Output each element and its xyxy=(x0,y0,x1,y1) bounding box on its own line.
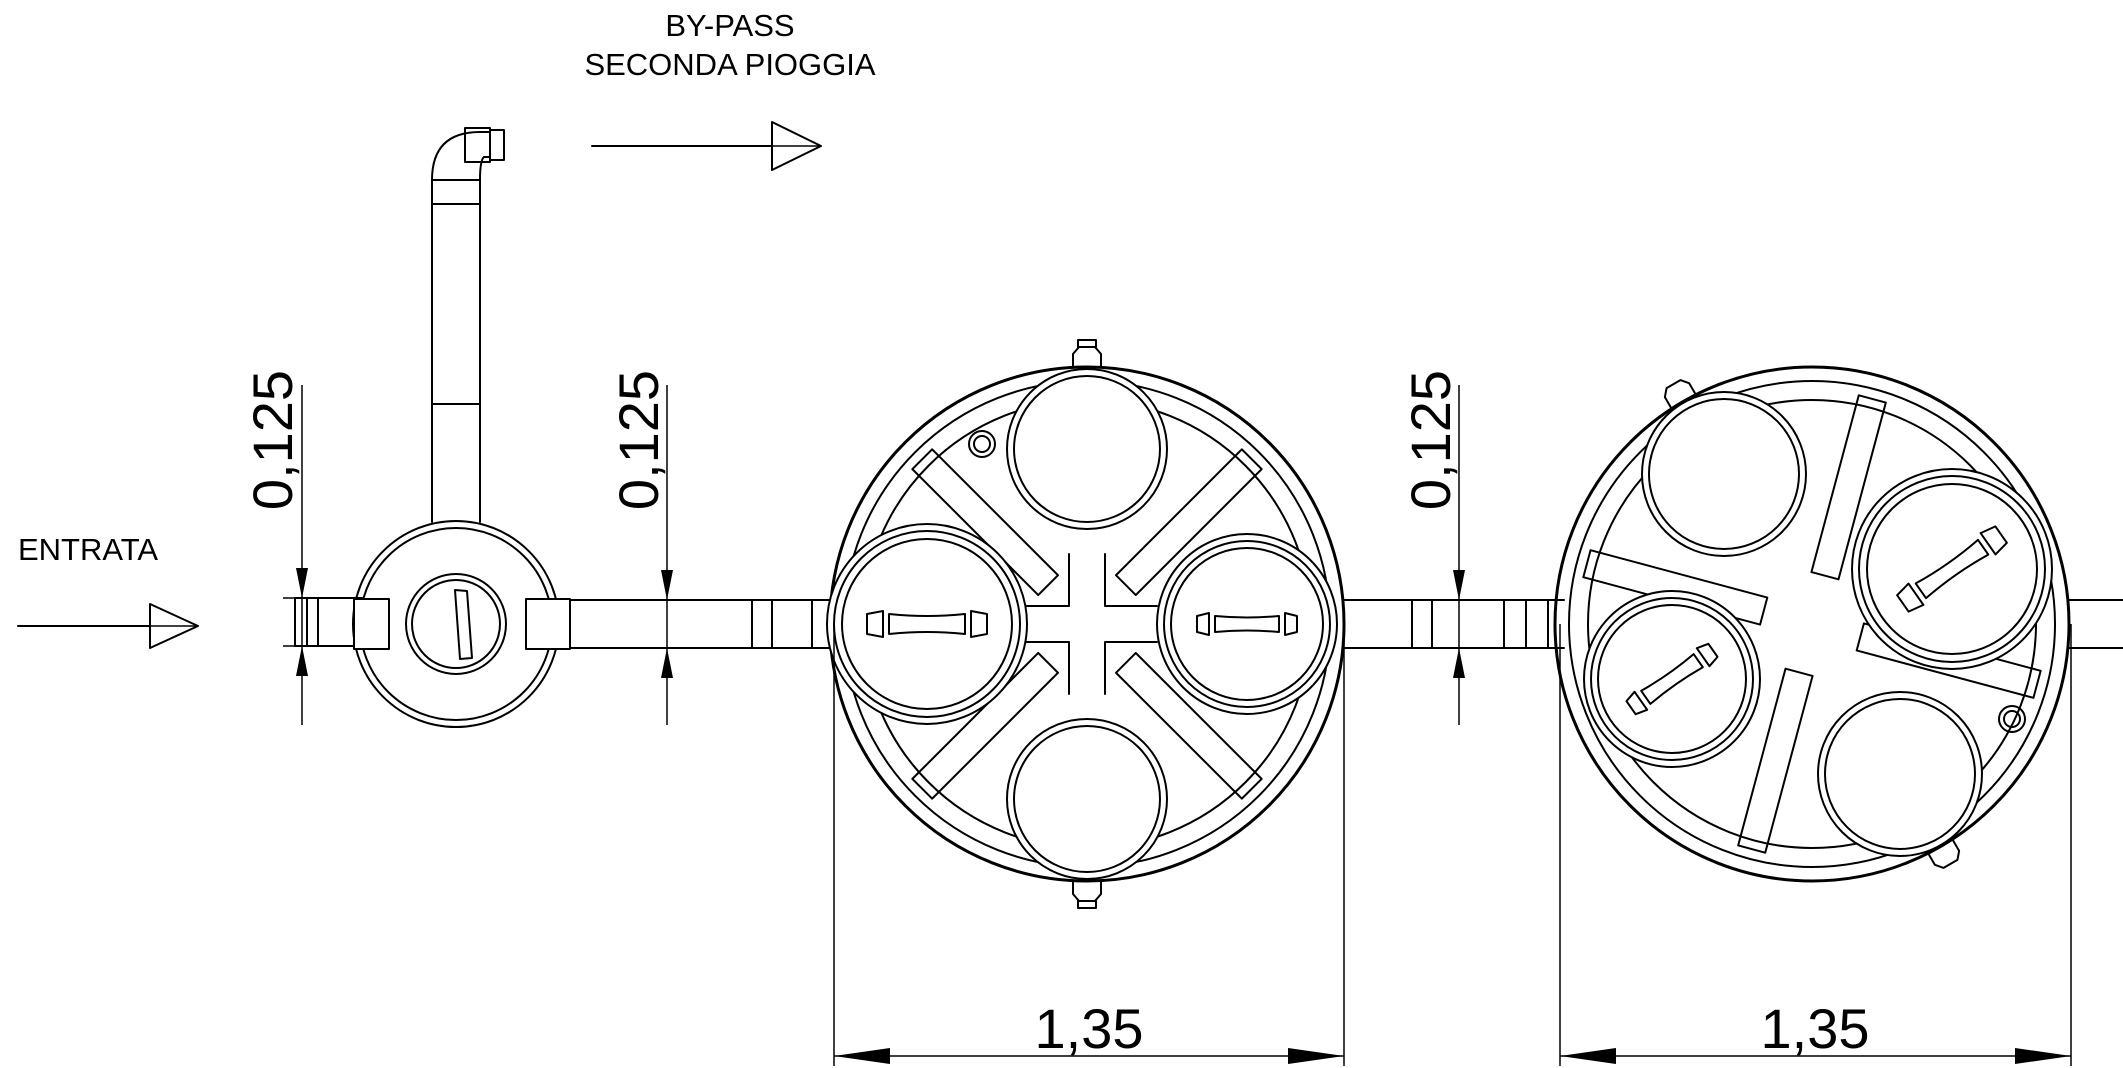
dimension-pipe-1-label: 0,125 xyxy=(241,370,304,510)
connecting-pipe-1 xyxy=(569,599,841,649)
dimension-pipe-3 xyxy=(1440,385,1480,725)
dimension-tank-2-label: 1,35 xyxy=(1761,997,1870,1060)
tank-2 xyxy=(1553,365,2071,883)
inlet-flow-arrow xyxy=(17,603,199,649)
inlet-label: ENTRATA xyxy=(18,532,158,567)
bypass-flow-arrow xyxy=(591,121,822,171)
bypass-pipe xyxy=(431,127,505,523)
dimension-pipe-3-label: 0,125 xyxy=(1399,370,1462,510)
dimension-pipe-1 xyxy=(283,385,320,725)
dimension-pipe-2 xyxy=(648,385,700,725)
connecting-pipe-2 xyxy=(1343,599,1565,649)
bypass-label-line2: SECONDA PIOGGIA xyxy=(584,47,875,82)
dimension-tank-1-label: 1,35 xyxy=(1035,997,1144,1060)
tank-1 xyxy=(825,338,1346,910)
bypass-manhole xyxy=(352,520,571,728)
dimension-tank-2 xyxy=(1559,624,2072,1066)
bypass-label-line1: BY-PASS xyxy=(665,8,794,43)
dimension-pipe-2-label: 0,125 xyxy=(607,370,670,510)
dimension-tank-1 xyxy=(833,624,1345,1066)
inlet-pipe xyxy=(294,597,363,647)
outlet-pipe xyxy=(2068,599,2123,649)
